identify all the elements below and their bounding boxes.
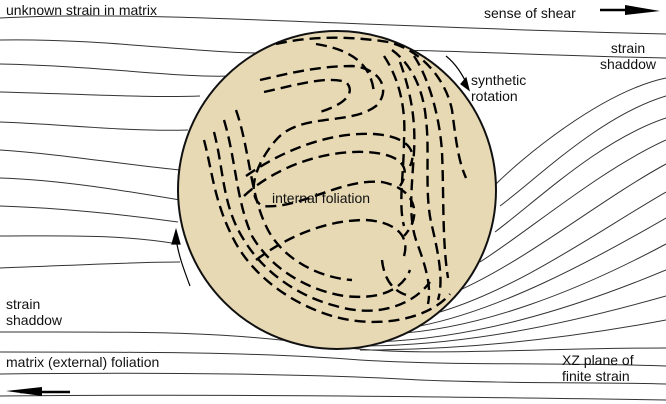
xz-plane-line2: finite strain xyxy=(562,368,630,384)
shear-arrows xyxy=(6,5,660,396)
foliation-line xyxy=(0,177,181,201)
foliation-line xyxy=(0,15,666,35)
foliation-line xyxy=(0,149,181,171)
synthetic-rotation-line1: synthetic xyxy=(471,72,527,88)
foliation-line xyxy=(0,63,231,77)
matrix-foliation-label: matrix (external) foliation xyxy=(6,354,160,370)
foliation-line xyxy=(0,91,201,98)
internal-line xyxy=(245,132,414,177)
foliation-line xyxy=(494,117,666,233)
synthetic-rotation-label: synthetic rotation xyxy=(471,72,526,104)
foliation-line xyxy=(0,351,666,367)
xz-plane-line1: XZ plane of xyxy=(562,352,634,368)
internal-line xyxy=(383,55,406,227)
internal-foliation-lines xyxy=(202,36,468,324)
strain-shadow-right-label: strain shaddow xyxy=(596,40,660,72)
foliation-line xyxy=(439,191,666,313)
internal-line xyxy=(391,49,442,301)
internal-line xyxy=(212,131,431,312)
foliation-line xyxy=(369,269,666,343)
strain-shadow-left-line2: shaddow xyxy=(6,312,63,328)
internal-line xyxy=(263,78,351,114)
internal-line xyxy=(234,109,353,282)
matrix-foliation-lines xyxy=(0,15,666,401)
internal-line xyxy=(380,259,411,298)
foliation-line xyxy=(419,217,666,327)
strain-shadow-left-line1: strain xyxy=(6,296,41,312)
foliation-line xyxy=(0,394,666,401)
strain-shadow-right-line1: strain xyxy=(610,40,646,56)
foliation-line xyxy=(499,95,666,207)
internal-line xyxy=(275,36,468,179)
synthetic-rotation-line2: rotation xyxy=(471,88,518,104)
foliation-line xyxy=(0,261,181,269)
foliation-line xyxy=(0,121,189,131)
porphyroblast xyxy=(177,30,497,350)
internal-line xyxy=(398,61,431,305)
foliation-line xyxy=(479,139,666,263)
foliation-line xyxy=(0,235,179,245)
internal-line xyxy=(413,55,450,279)
xz-plane-label: XZ plane of finite strain xyxy=(562,352,634,384)
synthetic-rotation-arrowhead xyxy=(460,76,470,92)
foliation-line xyxy=(0,205,179,223)
foliation-line xyxy=(389,243,666,335)
internal-foliation-label: internal foliation xyxy=(272,190,371,206)
foliation-line xyxy=(359,319,666,351)
strain-shadow-left-label: strain shaddow xyxy=(6,296,62,328)
rotation-arrows xyxy=(171,55,470,287)
foliation-line xyxy=(459,163,666,291)
internal-line xyxy=(255,218,407,261)
sense-of-shear-label: sense of shear xyxy=(484,5,576,21)
top-shear-arrowhead xyxy=(625,5,660,15)
strain-shadow-right-line2: shaddow xyxy=(599,56,657,72)
internal-line xyxy=(252,64,416,237)
foliation-line xyxy=(0,372,666,385)
internal-line xyxy=(315,42,376,95)
internal-line xyxy=(243,150,406,197)
foliation-line xyxy=(359,295,666,347)
lower-rotation-arrowhead xyxy=(171,227,181,245)
internal-line xyxy=(222,119,412,298)
bottom-shear-arrowhead xyxy=(6,387,42,396)
foliation-line xyxy=(495,77,666,185)
unknown-strain-label: unknown strain in matrix xyxy=(6,2,157,18)
